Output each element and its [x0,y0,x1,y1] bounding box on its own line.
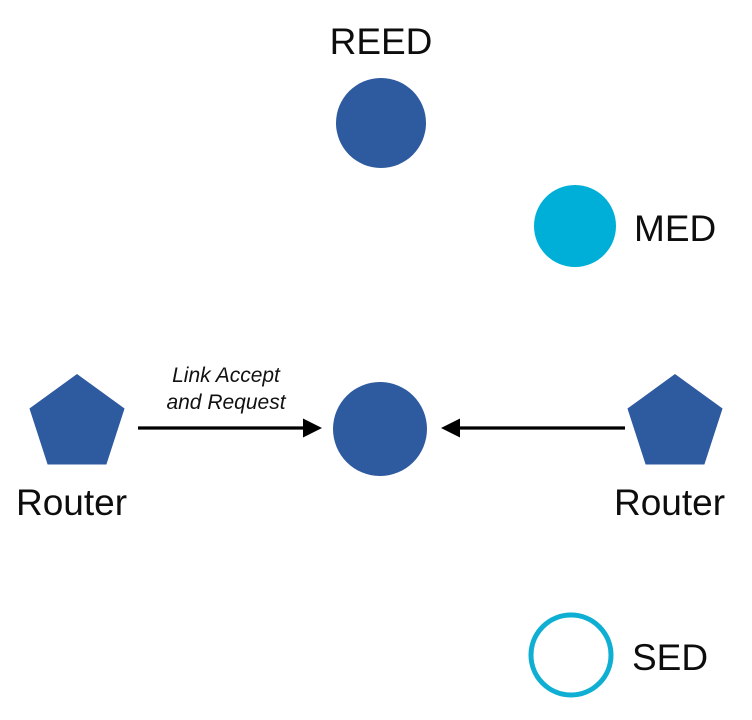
reed-circle-icon[interactable] [336,78,426,168]
node-sed[interactable]: SED [528,612,708,698]
router-pentagon-icon[interactable] [627,374,723,465]
sed-label: SED [632,637,708,678]
med-circle-icon[interactable] [534,185,616,267]
node-leader[interactable] [333,382,427,476]
router-pentagon-icon[interactable] [29,374,125,465]
arrow-head-left [303,418,322,438]
node-reed[interactable]: REED [330,21,433,168]
reed-label: REED [330,21,433,62]
router-left-label: Router [16,482,127,523]
node-router-right[interactable]: Router [614,374,725,523]
sed-circle-outline-icon[interactable] [528,612,614,698]
arrow-head-right [441,418,460,438]
node-router-left[interactable]: Router [16,374,127,523]
med-label: MED [634,208,716,249]
leader-circle-icon[interactable] [333,382,427,476]
edge-router-right-to-leader [441,418,625,438]
router-right-label: Router [614,482,725,523]
node-med[interactable]: MED [534,185,716,267]
